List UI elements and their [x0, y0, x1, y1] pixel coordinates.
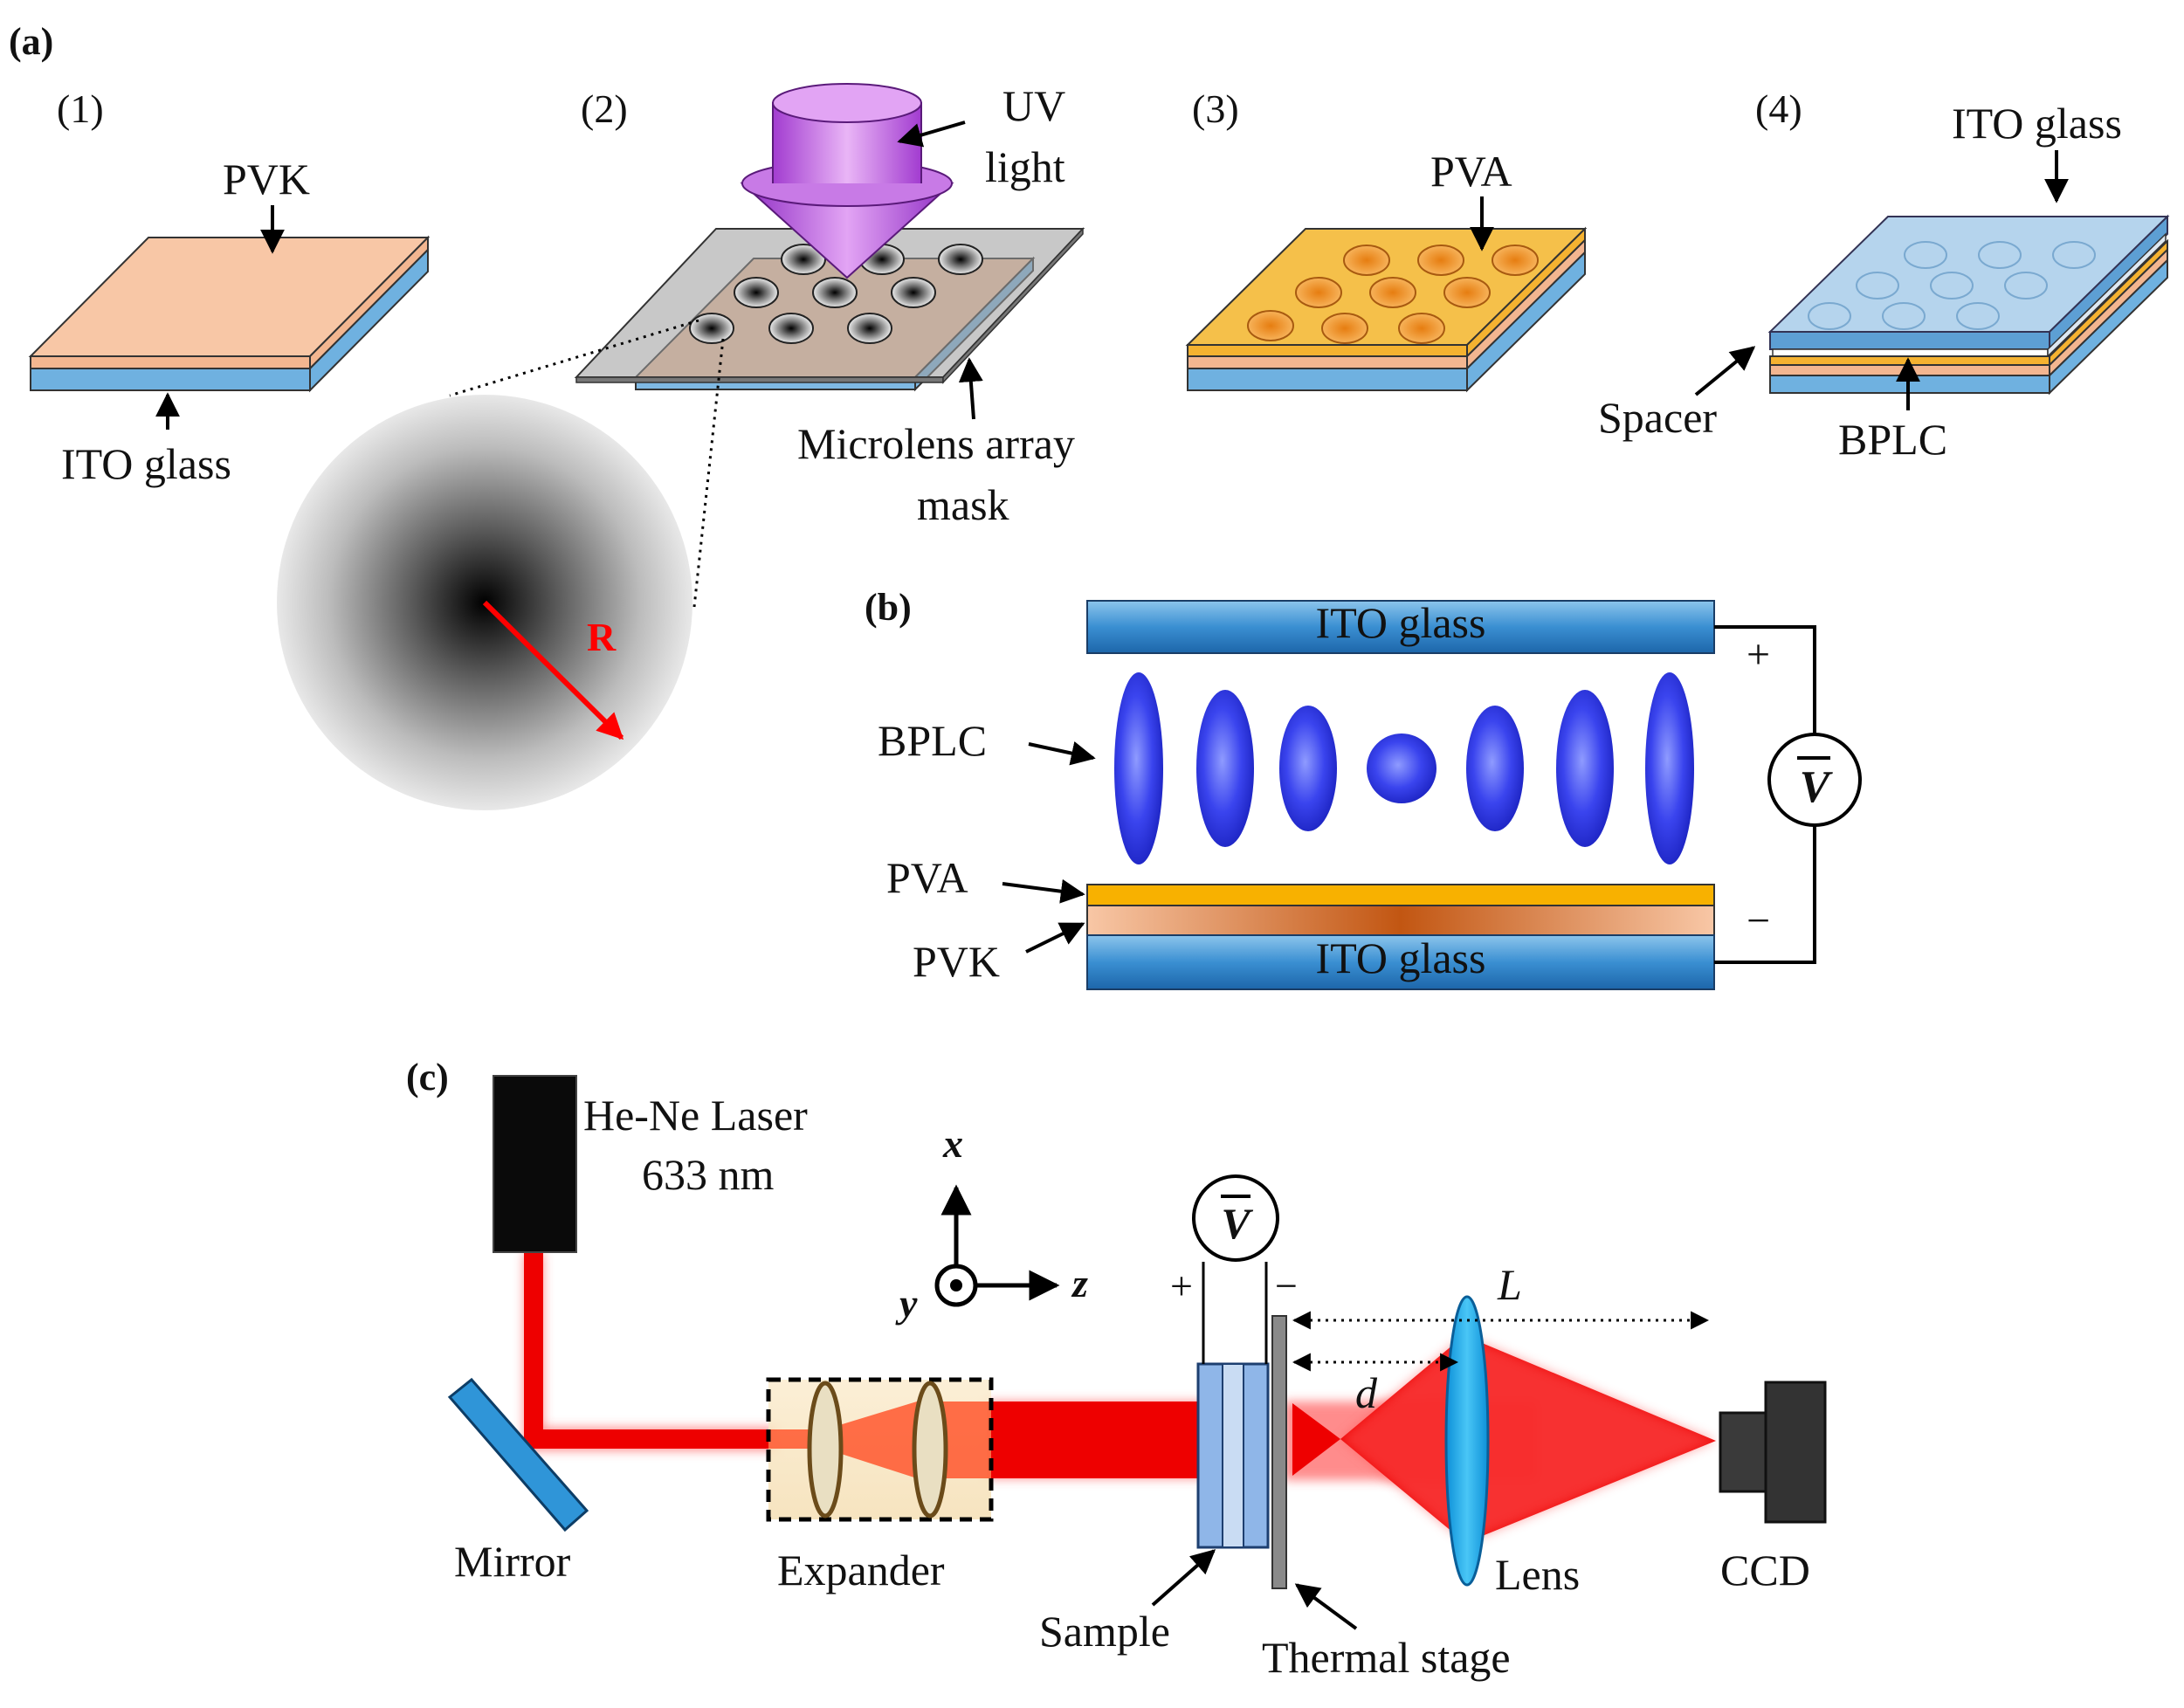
panel-c-label: (c) [406, 1056, 449, 1098]
coordinate-axes [934, 1184, 1060, 1307]
laser-label-line2: 633 nm [642, 1150, 775, 1199]
minus-label-c: − [1275, 1264, 1298, 1308]
uv-lamp [740, 83, 954, 279]
sample-wires [1202, 1262, 1268, 1364]
axis-y-label: y [895, 1281, 918, 1326]
axis-z-label: z [1071, 1261, 1088, 1305]
circuit-wires [1714, 625, 1816, 964]
step-1-number: (1) [57, 86, 104, 131]
step4-ito-label: ITO glass [1952, 99, 2122, 148]
pva-layer [1086, 884, 1715, 906]
step3-pva-label: PVA [1430, 147, 1512, 196]
ccd-label: CCD [1720, 1546, 1810, 1594]
lc-molecules [1114, 672, 1694, 864]
step-3-number: (3) [1192, 86, 1239, 131]
top-ito-label: ITO glass [1316, 598, 1486, 647]
sample-label: Sample [1039, 1607, 1170, 1656]
voltage-label-c: V [1221, 1199, 1253, 1248]
axis-x-label: x [942, 1121, 963, 1166]
top-ito-glass [1086, 600, 1715, 654]
beam-expander [766, 1377, 994, 1522]
focusing-lens [1444, 1295, 1490, 1587]
step1-ito-label: ITO glass [61, 439, 231, 488]
thermal-stage-label: Thermal stage [1262, 1633, 1511, 1682]
panel-b-label: (b) [865, 586, 912, 629]
step4-bplc-label: BPLC [1838, 415, 1947, 464]
mirror-label: Mirror [454, 1537, 571, 1586]
plus-label-c: + [1170, 1264, 1193, 1308]
step-2-number: (2) [581, 86, 628, 131]
mask-label-line1: Microlens array [797, 419, 1075, 468]
pva-label: PVA [886, 853, 968, 902]
uv-label-line2: light [985, 142, 1065, 191]
mask-label-line2: mask [917, 480, 1009, 529]
step1-pvk-label: PVK [223, 155, 310, 203]
voltage-label-b: V [1800, 762, 1834, 812]
expander-label: Expander [777, 1546, 945, 1594]
pvk-label: PVK [913, 937, 1000, 986]
bottom-ito-label: ITO glass [1316, 933, 1486, 982]
he-ne-laser [493, 1075, 577, 1253]
distance-L-label: L [1497, 1260, 1522, 1309]
voltage-source-b [1767, 733, 1862, 827]
thermal-stage [1271, 1315, 1287, 1589]
zoom-line-right [692, 338, 725, 608]
distance-d-label: d [1355, 1368, 1378, 1417]
laser-label-line1: He-Ne Laser [583, 1091, 808, 1140]
uv-label-line1: UV [1002, 81, 1065, 130]
radius-arrow [482, 600, 624, 740]
step4-slab [1767, 214, 2170, 396]
minus-label-b: − [1747, 898, 1770, 944]
pvk-layer [1086, 905, 1715, 936]
spacer-label: Spacer [1598, 393, 1717, 442]
lens-label: Lens [1495, 1550, 1580, 1599]
plus-label-b: + [1747, 631, 1770, 678]
step-4-number: (4) [1755, 86, 1802, 131]
mask-lens-spots [689, 244, 983, 344]
bplc-label: BPLC [878, 716, 987, 765]
panel-a-label: (a) [9, 20, 53, 63]
ccd-camera [1719, 1381, 1827, 1524]
laser-beam [524, 1253, 1716, 1539]
sample-cell [1196, 1362, 1270, 1549]
step1-slab [28, 235, 431, 393]
bottom-ito-glass [1086, 934, 1715, 990]
radius-label: R [587, 615, 617, 659]
pva-microlens-dots [1247, 244, 1539, 344]
mirror [447, 1377, 589, 1532]
voltage-source-c [1192, 1174, 1279, 1262]
